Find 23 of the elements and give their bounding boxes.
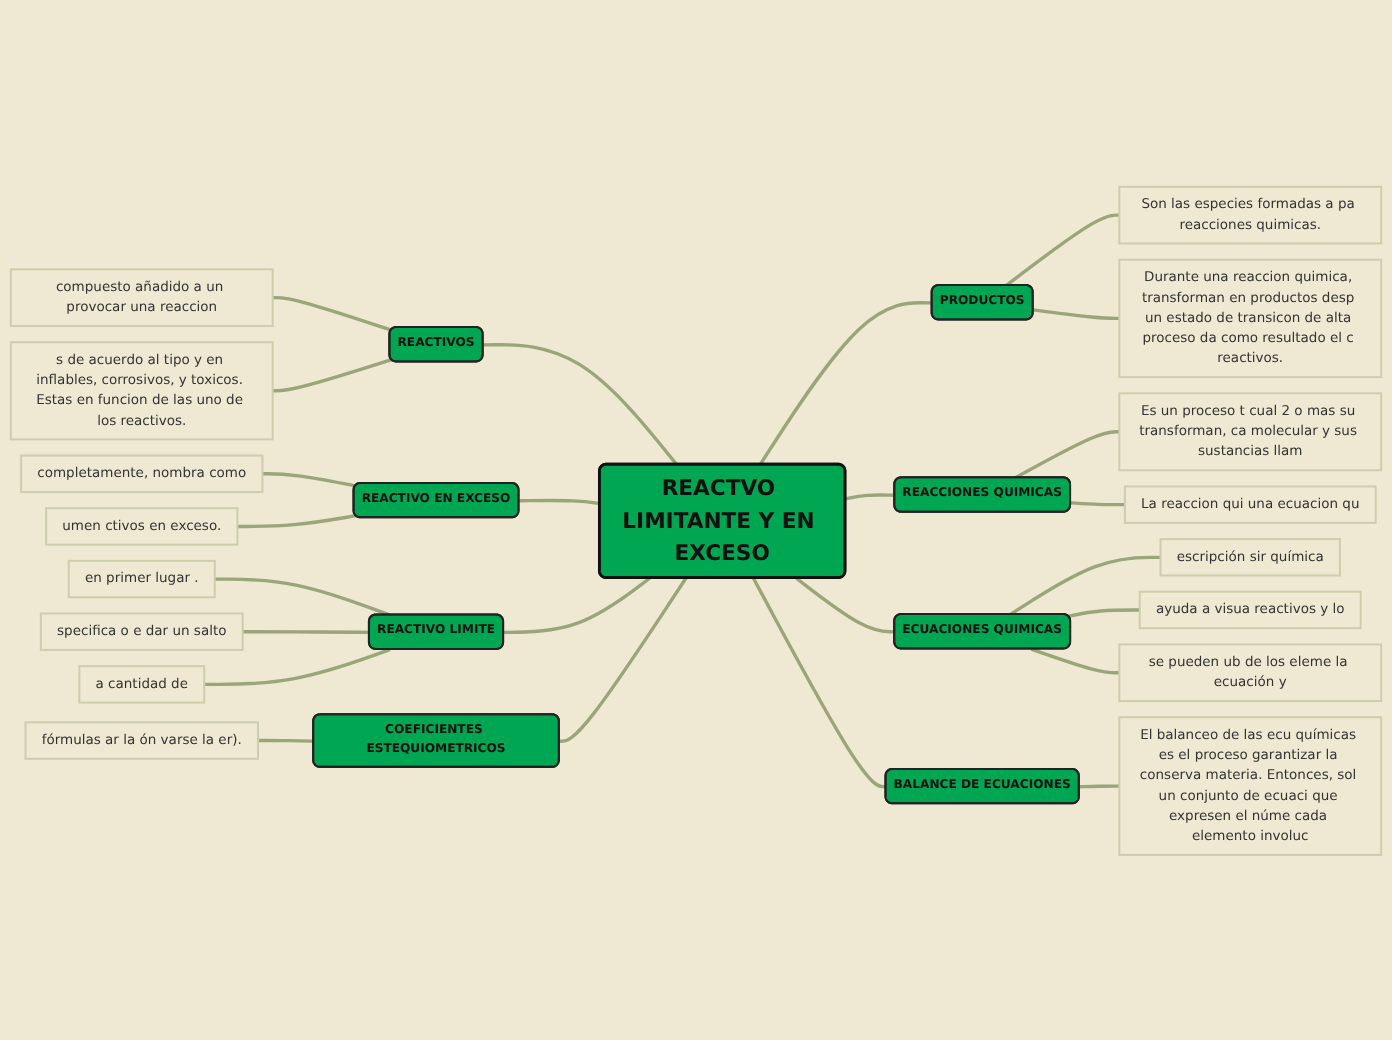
connector — [237, 513, 357, 528]
connector — [751, 576, 887, 788]
connector — [519, 497, 601, 505]
connector — [1004, 212, 1120, 287]
connector — [272, 295, 393, 331]
connector — [845, 492, 895, 500]
connector — [483, 342, 679, 466]
connector — [1079, 783, 1120, 788]
connector — [1070, 500, 1125, 506]
connector — [1014, 429, 1120, 479]
connector — [1068, 607, 1140, 618]
connector — [272, 357, 393, 392]
connector — [1009, 554, 1161, 616]
connector — [258, 738, 314, 743]
connector — [204, 647, 391, 686]
connector — [242, 629, 370, 634]
connector — [503, 576, 651, 634]
connector — [758, 300, 933, 465]
connector — [1030, 646, 1120, 674]
connector — [559, 576, 688, 743]
connector — [1033, 307, 1120, 320]
connector — [795, 576, 895, 633]
connector — [262, 471, 357, 487]
